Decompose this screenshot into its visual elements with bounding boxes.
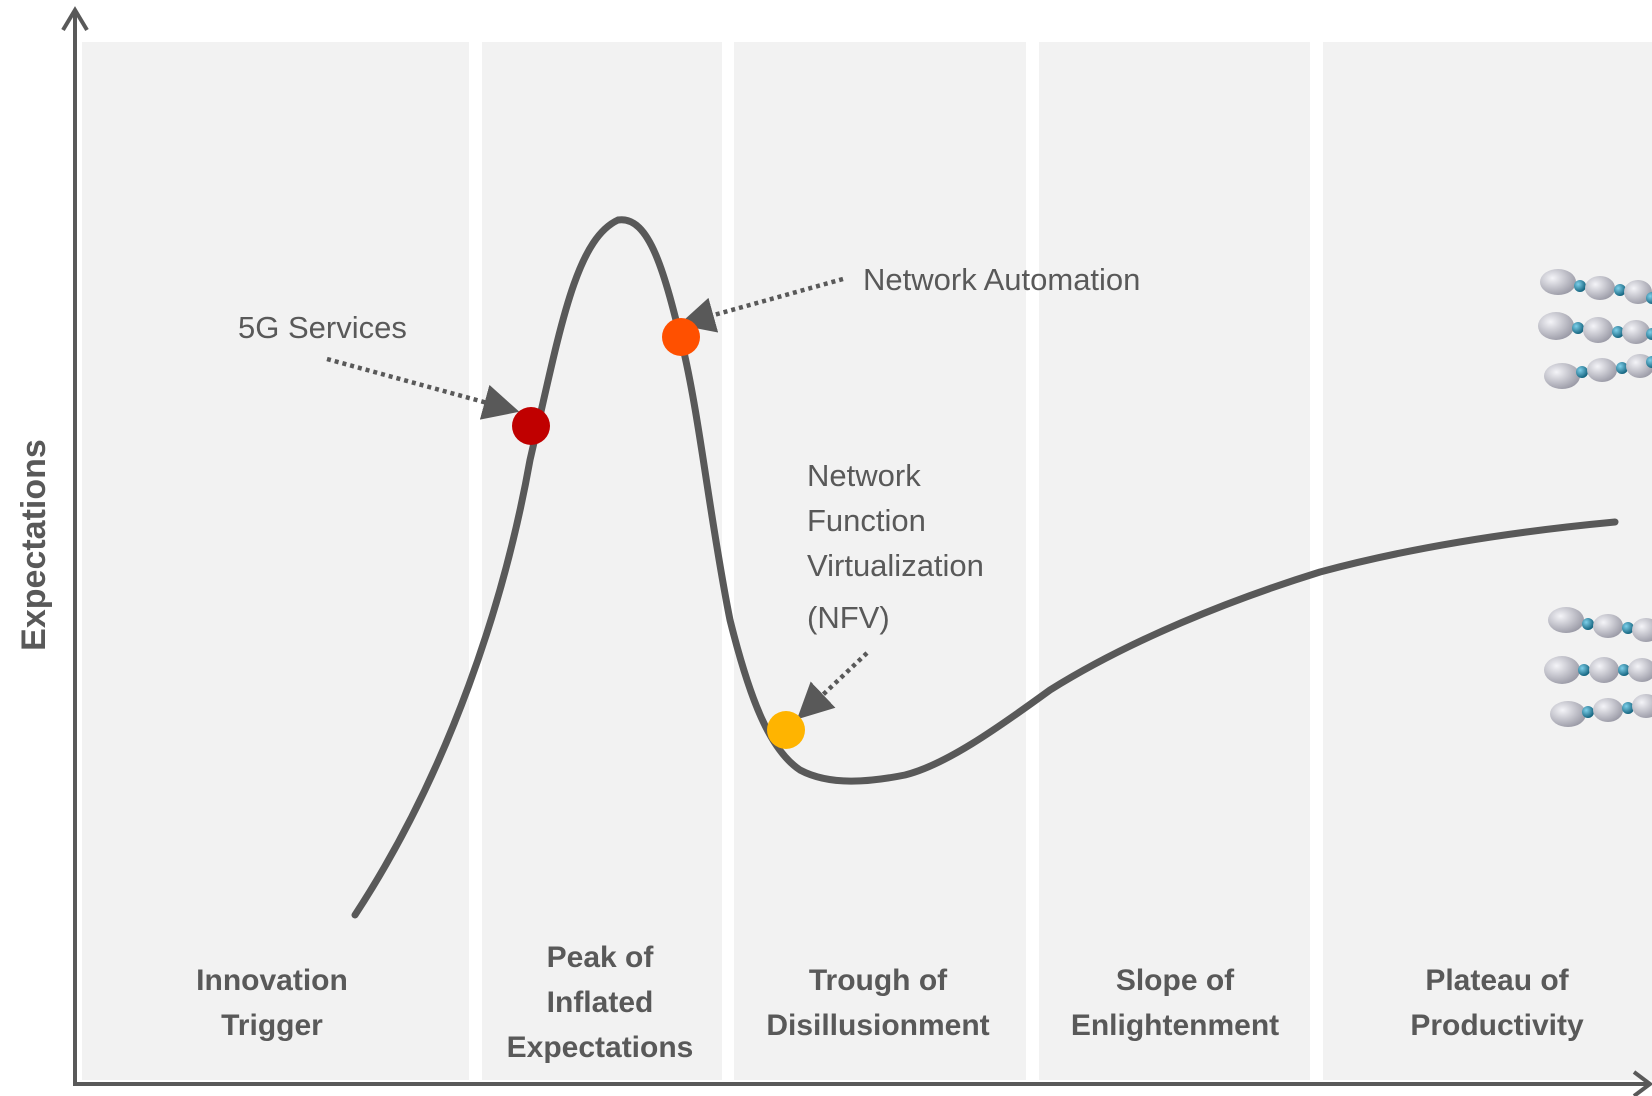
technology-markers [512, 318, 805, 749]
annotation-labels: 5G Services Network Automation Network F… [238, 262, 1140, 635]
label-nfv-line-1: Network [807, 458, 921, 493]
robot-finger-5 [1544, 656, 1652, 684]
phase-panel-slope [1039, 42, 1310, 1080]
phase-labels: Innovation Trigger Peak of Inflated Expe… [196, 941, 1584, 1064]
phase-label-peak-2: Inflated [547, 986, 654, 1019]
phase-panel-peak [482, 42, 722, 1080]
phase-label-trough-1: Trough of [809, 964, 948, 997]
robot-finger-1 [1540, 269, 1652, 304]
phase-label-slope-2: Enlightenment [1071, 1009, 1279, 1042]
dot-nfv [767, 711, 805, 749]
phase-label-plateau-2: Productivity [1410, 1009, 1584, 1042]
label-5g-services: 5G Services [238, 310, 407, 345]
dot-5g-services [512, 407, 550, 445]
phase-label-plateau-1: Plateau of [1425, 964, 1569, 997]
robot-finger-3 [1544, 354, 1652, 389]
phase-panel-innovation-trigger [82, 42, 469, 1080]
x-axis-arrow-icon [1632, 1070, 1652, 1096]
y-axis-title: Expectations [15, 439, 53, 651]
dot-network-automation [662, 318, 700, 356]
arrow-5g-services [326, 356, 520, 420]
arrow-network-automation [678, 276, 844, 333]
label-nfv-line-2: Function [807, 503, 926, 538]
phase-panel-trough [734, 42, 1026, 1080]
phase-label-innovation-trigger-2: Trigger [221, 1009, 323, 1042]
robot-finger-2 [1538, 312, 1652, 344]
robot-hand-icon-top [1538, 269, 1652, 389]
robot-finger-4 [1548, 607, 1652, 642]
phase-label-trough-2: Disillusionment [766, 1009, 989, 1042]
label-nfv-line-4: (NFV) [807, 600, 890, 635]
label-nfv-line-3: Virtualization [807, 548, 984, 583]
axes: Expectations [15, 6, 1652, 1096]
robot-finger-6 [1550, 694, 1652, 727]
phase-label-slope-1: Slope of [1116, 964, 1235, 997]
phase-label-innovation-trigger-1: Innovation [196, 964, 348, 997]
arrow-nfv [796, 651, 869, 720]
robot-hand-icon-bottom [1544, 607, 1652, 727]
phase-label-peak-1: Peak of [547, 941, 655, 974]
y-axis-arrow-icon [61, 6, 89, 32]
annotation-arrows [326, 276, 869, 720]
label-network-automation: Network Automation [863, 262, 1140, 297]
phase-label-peak-3: Expectations [507, 1031, 694, 1064]
